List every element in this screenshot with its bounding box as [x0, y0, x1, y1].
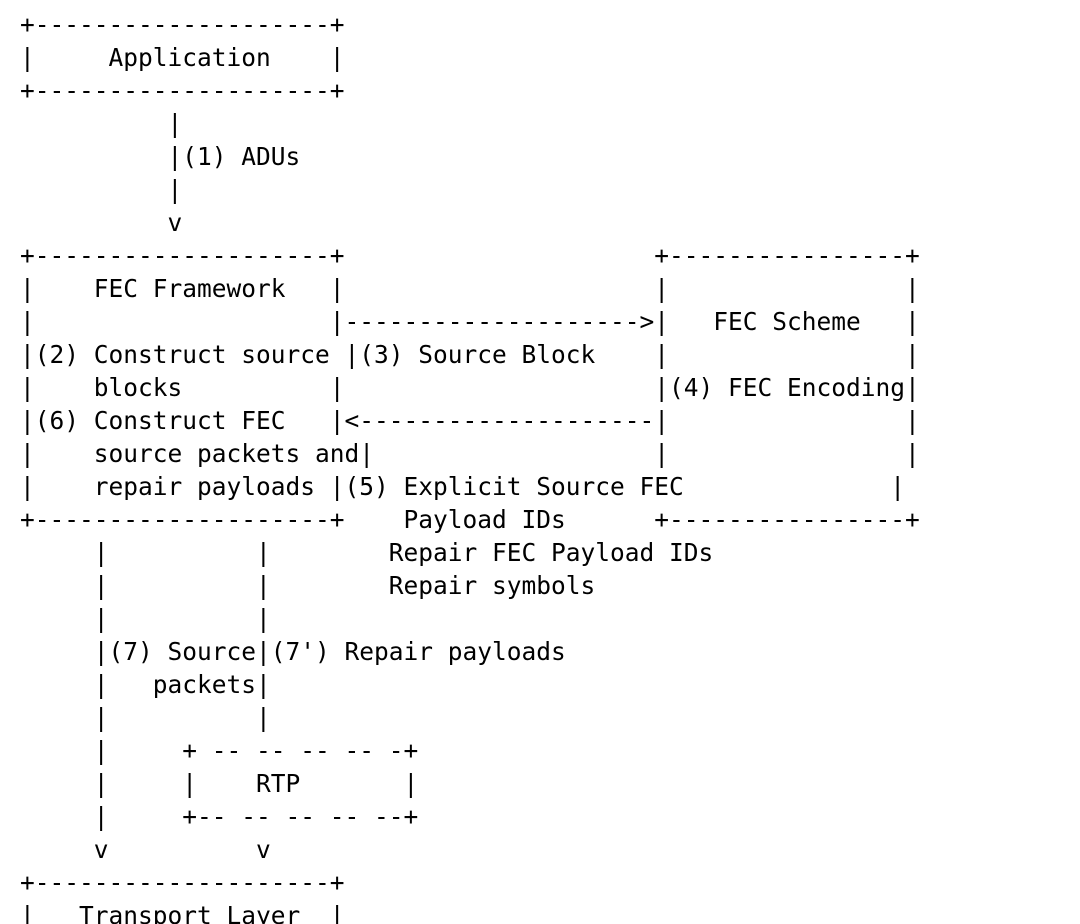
- fec-framework-ascii-diagram: +--------------------+ | Application | +…: [20, 10, 920, 924]
- figure-title: FEC Framework architecture (sender side): [0, 0, 1, 1]
